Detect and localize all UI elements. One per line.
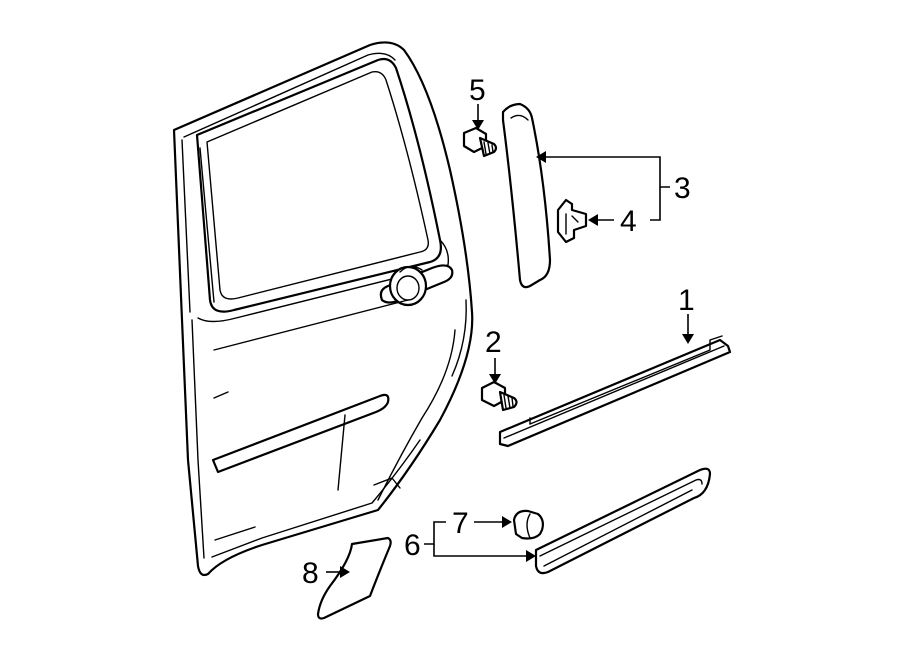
end-cap-part-7 [512, 509, 544, 540]
callout-1: 1 [678, 284, 695, 317]
door-belt-lines [211, 299, 409, 491]
door-window-frame [195, 57, 450, 323]
callout-4: 4 [620, 205, 637, 238]
door-molding-part-6 [534, 467, 712, 575]
callout-5: 5 [469, 74, 486, 107]
callout-8: 8 [302, 557, 319, 590]
door-handle [379, 264, 454, 307]
pillar-applique-part-3 [501, 102, 552, 289]
belt-molding-part-1 [498, 335, 732, 448]
callout-6: 6 [404, 529, 421, 562]
wheel-molding-part-8 [316, 536, 392, 620]
callout-2: 2 [485, 326, 502, 359]
leader-lines [326, 104, 694, 578]
clip-part-4 [556, 198, 588, 244]
bolt-part-5 [462, 126, 498, 158]
callout-7: 7 [452, 507, 469, 540]
bolt-part-2 [480, 380, 518, 412]
callout-3: 3 [674, 172, 691, 205]
